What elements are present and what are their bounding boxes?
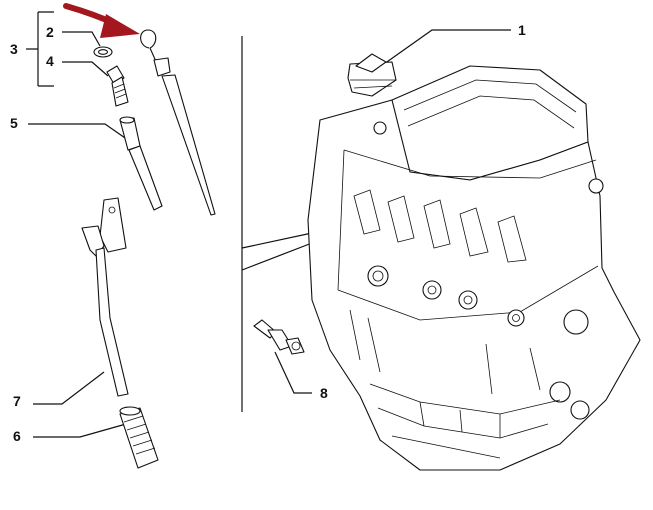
dipstick-plug-part[interactable]: [106, 65, 129, 107]
callout-6[interactable]: 6: [13, 428, 21, 444]
callout-3[interactable]: 3: [10, 41, 18, 57]
engine-block-illustration: [307, 65, 641, 471]
oil-pressure-sensor-part[interactable]: [253, 319, 305, 355]
callout-5[interactable]: 5: [10, 115, 18, 131]
dipstick-tube-upper-part[interactable]: [119, 116, 163, 211]
callout-1[interactable]: 1: [518, 22, 526, 38]
callout-2[interactable]: 2: [46, 24, 54, 40]
rubber-bellows-part[interactable]: [119, 406, 159, 469]
callout-4[interactable]: 4: [46, 53, 54, 69]
callout-8[interactable]: 8: [320, 385, 328, 401]
highlight-arrow: [63, 3, 140, 38]
dipstick-part[interactable]: [140, 29, 216, 216]
oil-filler-cap-part[interactable]: [347, 53, 397, 97]
seal-ring-part[interactable]: [93, 46, 113, 58]
dipstick-guide-tube-part[interactable]: [81, 197, 129, 397]
leader-lines: [26, 11, 511, 438]
callout-7[interactable]: 7: [13, 393, 21, 409]
